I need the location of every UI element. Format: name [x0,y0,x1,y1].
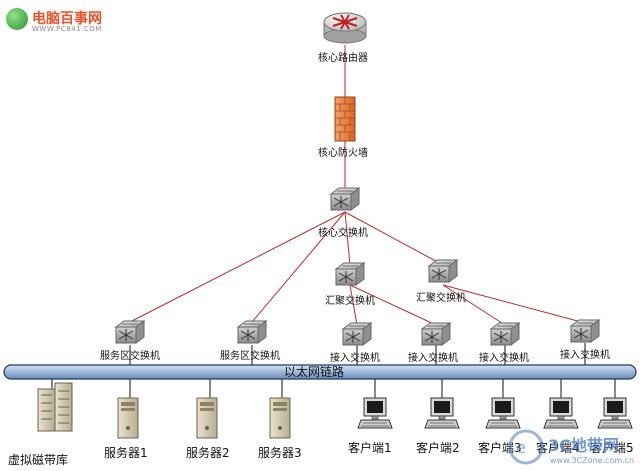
ethernet-backbone-label: 以太网链路 [284,365,345,379]
client-1-label: 客户端1 [348,441,392,455]
server-3-icon [269,397,291,439]
server-1-label: 服务器1 [104,446,148,460]
tape-library-icon [37,382,73,432]
agg-switch-2-label: 汇聚交换机 [416,293,466,304]
server-switch-1-icon [114,320,146,344]
client-3-icon [485,397,521,429]
core-router-label: 核心路由器 [318,53,368,64]
core-firewall-label: 核心防火墙 [318,148,368,159]
access-switch-4-label: 接入交换机 [560,350,610,361]
core-switch-label: 核心交换机 [318,228,368,239]
site-logo-icon [6,8,28,30]
access-switch-4-icon [569,319,601,343]
watermark-site-title: 电脑百事网 [32,11,102,27]
server-2-icon [196,397,218,439]
agg-switch-2-icon [427,259,459,283]
watermark-bottom-url: www.3CZone.com.cn [550,456,635,465]
client-5-label: 客户端5 [590,441,634,455]
core-switch-icon [329,187,361,211]
client-5-icon [597,397,633,429]
access-switch-3-label: 接入交换机 [479,353,529,364]
server-switch-2-label: 服务区交换机 [220,351,280,362]
svg-text:e: e [516,438,526,457]
ethernet-backbone-bar [3,364,637,380]
firewall-icon [334,96,356,142]
server-switch-1-label: 服务区交换机 [100,351,160,362]
core-router-icon [323,12,367,44]
agg-switch-1-label: 汇聚交换机 [325,296,375,307]
client-2-icon [424,397,460,429]
server-switch-2-icon [236,320,268,344]
server-1-icon [117,397,139,439]
access-switch-2-label: 接入交换机 [408,353,458,364]
client-4-icon [543,397,579,429]
watermark-globe-icon: e [508,429,544,465]
access-switch-1-label: 接入交换机 [330,353,380,364]
access-switch-3-icon [489,322,521,346]
tape-library-label: 虚拟磁带库 [8,453,69,467]
watermark-bottom-title: 3C地带网 [548,436,619,455]
client-2-label: 客户端2 [416,441,460,455]
server-2-label: 服务器2 [186,446,230,460]
access-switch-2-icon [420,322,452,346]
agg-switch-1-icon [334,262,366,286]
client-1-icon [357,397,393,429]
access-switch-1-icon [341,322,373,346]
watermark-site-url: WWW.PC841.COM [32,25,102,33]
client-4-label: 客户端4 [536,441,580,455]
server-3-label: 服务器3 [258,446,302,460]
network-links [129,45,586,326]
device-drop-lines [51,343,616,400]
